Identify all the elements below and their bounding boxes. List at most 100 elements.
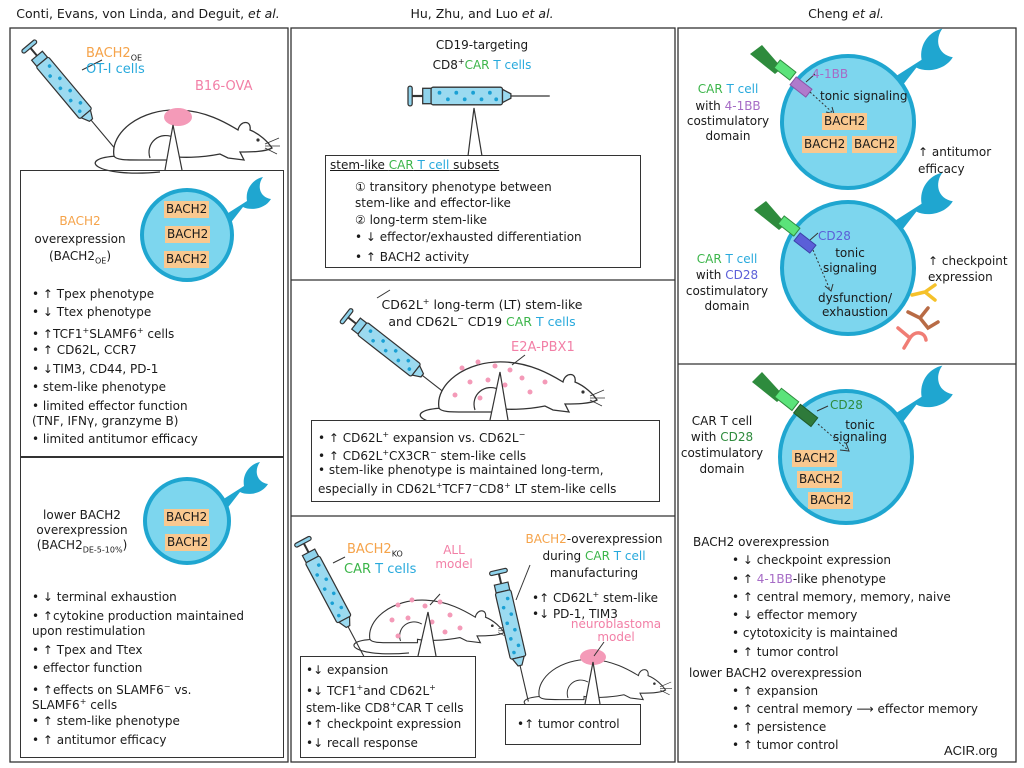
leukemia-dots <box>389 597 463 639</box>
finding-bullet: • limited antitumor efficacy <box>32 432 198 446</box>
finding-bullet: • ↑ CD62L+ expansion vs. CD62L− <box>318 428 525 445</box>
bach2-oe-heading: BACH2 overexpression <box>693 535 829 549</box>
text-segment: stem-like cells <box>436 449 527 463</box>
text-segment: CAR <box>506 314 532 330</box>
text-segment: + <box>429 683 436 692</box>
text-segment: expression <box>928 270 993 284</box>
text-segment: • ↑effects on SLAMF6 <box>32 683 164 697</box>
text-segment: tonic signaling <box>820 89 908 103</box>
pointer-line <box>593 641 605 657</box>
text-segment: (BACH2 <box>49 249 95 263</box>
text-segment: B16-OVA <box>195 79 253 94</box>
subsets-heading: stem-like CAR T cell subsets <box>330 158 499 172</box>
text-segment: costimulatory <box>686 114 770 128</box>
text-segment: 4-1BB <box>724 99 761 113</box>
text-segment: stem-like CD8 <box>306 701 390 715</box>
callout-pointer <box>164 124 183 171</box>
text-segment: costimulatory <box>685 284 769 298</box>
bach2-gene-label: BACH2 <box>802 136 848 153</box>
finding-bullet: • ↓ checkpoint expression <box>732 553 891 567</box>
text-segment: cells <box>86 698 118 712</box>
signal-label: tonic signaling <box>820 89 907 103</box>
finding-bullet: • ↑ CD62L+CX3CR− stem-like cells <box>318 446 526 463</box>
text-segment: • ↑ tumor control <box>732 738 839 752</box>
signal-label: tonic <box>845 418 875 432</box>
text-segment: Cheng <box>808 6 853 21</box>
text-segment: + <box>592 590 600 599</box>
car-t-label: CAR T cell <box>692 414 753 428</box>
text-segment: − <box>518 430 526 439</box>
pointer-line <box>809 232 819 241</box>
lt-stem-findings-box <box>311 420 660 502</box>
finding-bullet: upon restimulation <box>32 624 145 638</box>
bach2-oe-title: (BACH2OE) <box>49 249 111 268</box>
text-segment: CAR <box>388 158 414 172</box>
text-segment: − <box>430 448 437 457</box>
outcome-label: ↑ checkpoint <box>928 254 1008 268</box>
tumor-label: E2A-PBX1 <box>511 341 575 355</box>
acir-credit[interactable]: ACIR.org <box>944 743 998 758</box>
finding-bullet: • effector function <box>32 661 142 675</box>
car-t-label: domain <box>706 129 751 143</box>
finding-bullet: • ↑ stem-like phenotype <box>32 714 180 728</box>
tumor-label: ALL <box>443 543 465 557</box>
text-segment: BACH2 <box>347 542 392 557</box>
bach2-gene-label: BACH2 <box>164 509 210 526</box>
finding-bullet: (TNF, IFNγ, granzyme B) <box>32 414 178 428</box>
text-segment: model <box>435 557 473 571</box>
text-segment: + <box>504 481 511 490</box>
text-segment: • ↓ terminal exhaustion <box>32 590 177 604</box>
text-segment: • ↑ <box>732 572 757 586</box>
finding-bullet: • ↑ persistence <box>732 720 826 734</box>
car-t-label: with CD28 <box>696 268 758 282</box>
text-segment: signaling <box>822 261 878 275</box>
pointer-line <box>81 59 103 71</box>
text-segment: model <box>597 630 635 644</box>
subset-line: • ↑ BACH2 activity <box>355 250 469 264</box>
text-segment: T <box>371 562 384 577</box>
text-segment: CAR <box>696 252 722 266</box>
manufacturing-title: during CAR T cell <box>542 549 645 563</box>
text-segment: •↓ TCF1 <box>306 684 357 698</box>
right-panel-frame <box>677 27 1017 763</box>
text-segment: CAR <box>697 82 723 96</box>
lower-bach2-heading: lower BACH2 overexpression <box>689 666 862 680</box>
bach2-gene-label: BACH2 <box>808 492 854 509</box>
text-segment: • ↓ effector/exhausted differentiation <box>355 230 582 244</box>
signal-arrow <box>809 91 834 114</box>
outcome-label: ↑ antitumor <box>918 145 991 159</box>
car-t-label: costimulatory <box>687 114 769 128</box>
text-segment: • stem-like phenotype is maintained long… <box>318 463 604 477</box>
finding-bullet: •↑ checkpoint expression <box>306 717 461 731</box>
finding-bullet: •↑ CD62L+ stem-like <box>532 588 658 605</box>
text-segment: T cell <box>721 252 758 266</box>
lower-bach2-title: overexpression <box>36 523 127 537</box>
text-segment: • ↑TCF1 <box>32 327 83 341</box>
text-segment: TCF7 <box>442 482 473 496</box>
finding-bullet: • ↑effects on SLAMF6− vs. <box>32 680 191 697</box>
text-segment: • ↑ CD62L <box>318 431 383 445</box>
text-segment: upon restimulation <box>32 624 146 638</box>
finding-bullet: • ↑ Tpex and Ttex <box>32 643 143 657</box>
text-segment: KO <box>391 549 403 559</box>
finding-bullet: • ↑ central memory, memory, naive <box>732 590 951 604</box>
subset-line: • ↓ effector/exhausted differentiation <box>355 230 582 244</box>
tumor-label: neuroblastoma <box>571 617 661 631</box>
text-segment: stem-like and effector-like <box>355 196 511 210</box>
text-segment: • limited effector function <box>32 399 188 413</box>
lower-bach2-title: (BACH2DE-5-10%) <box>37 538 128 557</box>
middle-panel-frame <box>290 27 676 763</box>
finding-bullet: • stem-like phenotype is maintained long… <box>318 463 604 477</box>
text-segment: + <box>82 326 90 335</box>
signal-label: tonic <box>835 246 865 260</box>
text-segment: + <box>382 448 390 457</box>
text-segment: tonic <box>845 418 875 432</box>
text-segment: efficacy <box>918 162 965 176</box>
finding-bullet: • ↑ expansion <box>732 684 818 698</box>
car-t-label: with 4-1BB <box>695 99 760 113</box>
text-segment: − <box>457 314 464 323</box>
finding-bullet: • ↑ tumor control <box>732 645 838 659</box>
text-segment: + <box>382 430 390 439</box>
text-segment: • ↑ CD62L, CCR7 <box>32 343 137 357</box>
